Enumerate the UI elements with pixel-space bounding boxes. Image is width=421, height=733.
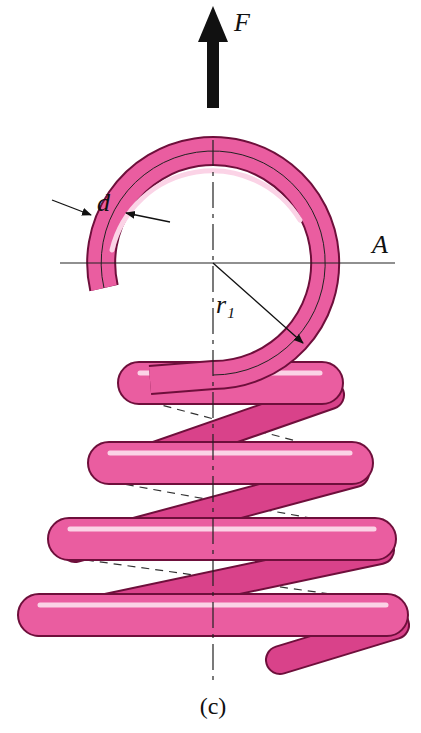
- section-label: A: [372, 232, 388, 258]
- force-arrow: [198, 6, 228, 108]
- force-label: F: [234, 10, 250, 36]
- figure-caption: (c): [200, 694, 227, 718]
- diameter-arrow: [126, 213, 170, 222]
- radius-label: r₁: [216, 292, 235, 318]
- radius-leader: [213, 263, 303, 343]
- center-lines: [60, 140, 395, 680]
- diameter-arrow: [52, 200, 91, 215]
- diameter-label: d: [97, 190, 110, 216]
